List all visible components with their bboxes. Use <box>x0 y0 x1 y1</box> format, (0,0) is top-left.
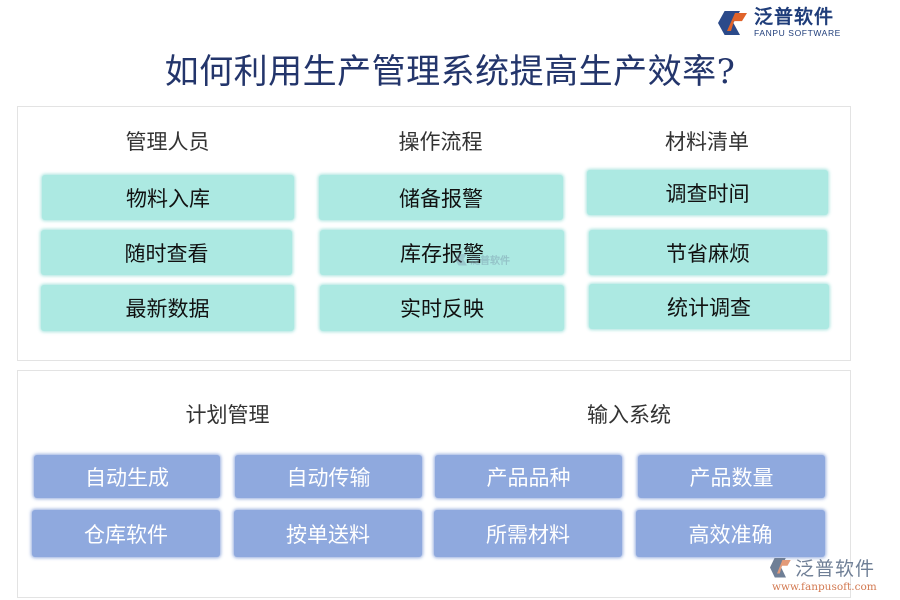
brand-logo-top: 泛普软件 FANPU SOFTWARE <box>718 6 858 40</box>
item-auto-transfer: 自动传输 <box>235 455 422 498</box>
column-heading-bom: 材料清单 <box>665 130 749 154</box>
brand-name-cn: 泛普软件 <box>754 6 835 29</box>
column-heading-managers: 管理人员 <box>125 130 210 154</box>
item-efficient-accurate: 高效准确 <box>636 510 825 557</box>
item-required-materials: 所需材料 <box>434 510 622 557</box>
column-heading-workflow: 操作流程 <box>398 130 483 154</box>
item-reserve-alert: 储备报警 <box>319 175 563 220</box>
item-warehouse-software: 仓库软件 <box>32 510 220 557</box>
group-heading-input-system: 输入系统 <box>587 403 671 427</box>
page-title: 如何利用生产管理系统提高生产效率? <box>164 52 736 92</box>
watermark-logo-icon <box>455 253 467 266</box>
item-save-trouble: 节省麻烦 <box>589 230 827 275</box>
item-order-based-delivery: 按单送料 <box>234 510 422 557</box>
item-statistics-survey: 统计调查 <box>589 284 829 329</box>
brand-logo-icon <box>718 9 748 37</box>
item-product-variety: 产品品种 <box>435 455 622 498</box>
brand-name-cn: 泛普软件 <box>795 558 876 580</box>
item-latest-data: 最新数据 <box>41 285 294 331</box>
watermark: 泛普软件 <box>455 252 510 267</box>
item-product-quantity: 产品数量 <box>638 455 825 498</box>
item-material-inbound: 物料入库 <box>42 175 294 220</box>
item-realtime-feedback: 实时反映 <box>320 285 564 331</box>
item-view-anytime: 随时查看 <box>41 230 292 275</box>
item-auto-generate: 自动生成 <box>34 455 220 498</box>
brand-name-en: FANPU SOFTWARE <box>754 28 841 39</box>
item-inventory-alert: 库存报警 <box>320 230 564 275</box>
brand-logo-bottom: 泛普软件 www.fanpusoft.com <box>770 554 898 596</box>
brand-logo-icon <box>770 557 792 578</box>
group-heading-planning: 计划管理 <box>185 403 270 427</box>
brand-url: www.fanpusoft.com <box>772 581 877 593</box>
item-survey-time: 调查时间 <box>587 170 828 215</box>
